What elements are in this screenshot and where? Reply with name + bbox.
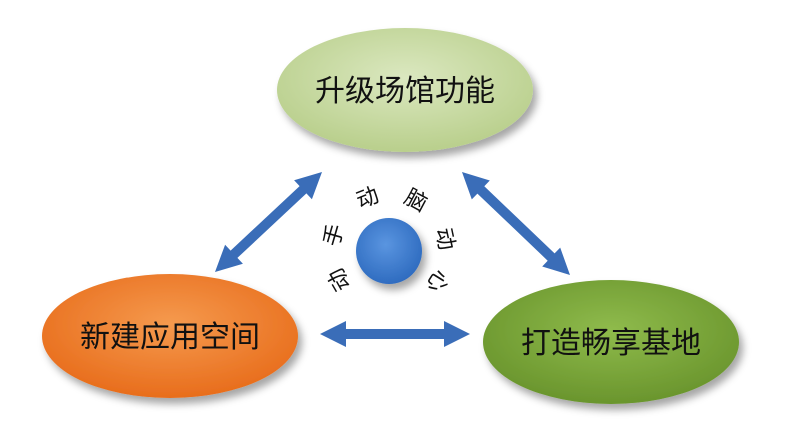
arrows [215,172,570,347]
node-right-ellipse [483,280,739,404]
node-right-label: 打造畅享基地 [521,326,701,361]
center-hub [356,218,422,284]
node-new-space: 新建应用空间 [42,274,298,398]
arrow-top-left [215,172,322,272]
arrow-top-right [462,172,570,275]
ring-char: 动 [353,183,383,214]
ring-char: 心 [420,265,453,297]
arrow-bottom [320,321,470,347]
ring-char: 手 [320,221,350,249]
node-upgrade-venue: 升级场馆功能 [277,28,533,152]
node-enjoy-base: 打造畅享基地 [483,280,739,404]
ring-char: 动 [430,226,459,253]
center-circle [356,218,422,284]
node-top-ellipse [277,28,533,152]
node-top-label: 升级场馆功能 [315,74,495,109]
ring-char: 脑 [400,185,431,217]
ring-char: 动 [324,263,357,295]
node-left-ellipse [42,274,298,398]
node-left-label: 新建应用空间 [80,320,260,355]
